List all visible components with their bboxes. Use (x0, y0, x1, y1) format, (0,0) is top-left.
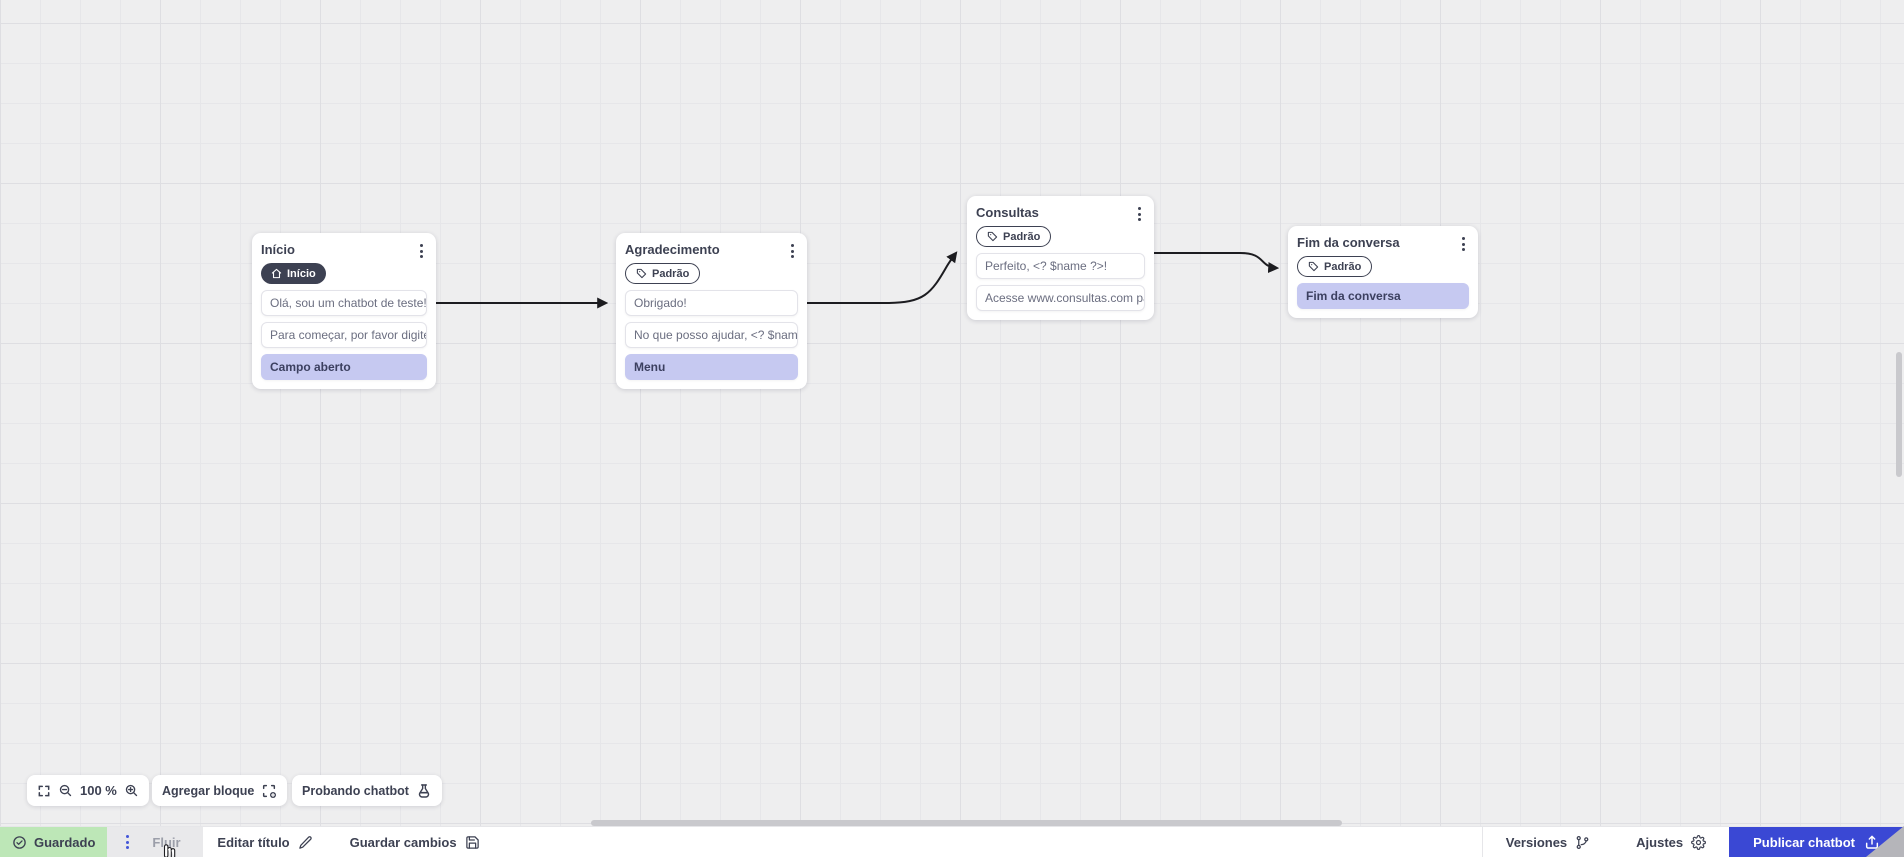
versions-button[interactable]: Versiones (1483, 827, 1613, 857)
tag-icon (1308, 261, 1319, 272)
status-bar: Guardado Fluir Editar título Guardar cam… (0, 826, 1904, 857)
test-chatbot-button[interactable]: Probando chatbot (292, 775, 442, 806)
node-menu-icon[interactable] (1134, 205, 1145, 223)
node-title: Fim da conversa (1297, 235, 1400, 250)
vertical-scrollbar[interactable] (1896, 352, 1902, 477)
message-block[interactable]: No que posso ajudar, <? $name ... (625, 322, 798, 348)
node-type-badge: Padrão (976, 226, 1052, 247)
tab-fluir[interactable]: Fluir (107, 827, 204, 857)
flask-icon (418, 783, 430, 798)
horizontal-scrollbar[interactable] (591, 820, 1342, 826)
settings-button[interactable]: Ajustes (1613, 827, 1729, 857)
node-title: Consultas (976, 205, 1039, 220)
gear-icon (1691, 834, 1707, 850)
save-changes-button[interactable]: Guardar cambios (350, 835, 480, 850)
zoom-level: 100 % (80, 783, 117, 798)
message-block[interactable]: Perfeito, <? $name ?>! (976, 253, 1145, 279)
save-icon (465, 835, 479, 849)
divider (1481, 827, 1483, 857)
add-block-button[interactable]: Agregar bloque (152, 775, 288, 806)
node-menu-icon[interactable] (787, 242, 798, 260)
node-agradecimento[interactable]: Agradecimento Padrão Obrigado! No que po… (616, 233, 807, 389)
node-title: Agradecimento (625, 242, 720, 257)
zoom-in-icon[interactable] (124, 783, 139, 798)
saved-status-badge: Guardado (0, 827, 108, 857)
message-block[interactable]: Olá, sou um chatbot de teste! (261, 290, 427, 316)
check-circle-icon (13, 835, 26, 849)
edit-title-button[interactable]: Editar título (217, 835, 312, 850)
branch-icon (1576, 835, 1589, 849)
add-block-icon (263, 784, 277, 798)
zoom-toolbar: 100 % (27, 775, 149, 806)
node-menu-icon[interactable] (1458, 235, 1469, 253)
node-type-badge: Início (261, 263, 326, 284)
node-title: Início (261, 242, 295, 257)
node-inicio[interactable]: Início Início Olá, sou um chatbot de tes… (252, 233, 436, 389)
zoom-out-icon[interactable] (58, 783, 73, 798)
tag-icon (636, 268, 647, 279)
node-consultas[interactable]: Consultas Padrão Perfeito, <? $name ?>! … (967, 196, 1154, 320)
pencil-icon (298, 835, 312, 849)
tag-icon (987, 231, 998, 242)
message-block[interactable]: Obrigado! (625, 290, 798, 316)
window-corner-artifact (1866, 826, 1904, 857)
action-block[interactable]: Fim da conversa (1297, 283, 1469, 309)
home-icon (271, 268, 282, 279)
node-fim-da-conversa[interactable]: Fim da conversa Padrão Fim da conversa (1288, 226, 1478, 318)
node-type-badge: Padrão (625, 263, 701, 284)
drag-handle-icon[interactable] (122, 833, 133, 851)
message-block[interactable]: Acesse www.consultas.com par... (976, 285, 1145, 311)
node-menu-icon[interactable] (416, 242, 427, 260)
message-block[interactable]: Para começar, por favor digite o ... (261, 322, 427, 348)
fullscreen-icon[interactable] (37, 784, 51, 798)
action-block[interactable]: Campo aberto (261, 354, 427, 380)
node-type-badge: Padrão (1297, 256, 1373, 277)
action-block[interactable]: Menu (625, 354, 798, 380)
